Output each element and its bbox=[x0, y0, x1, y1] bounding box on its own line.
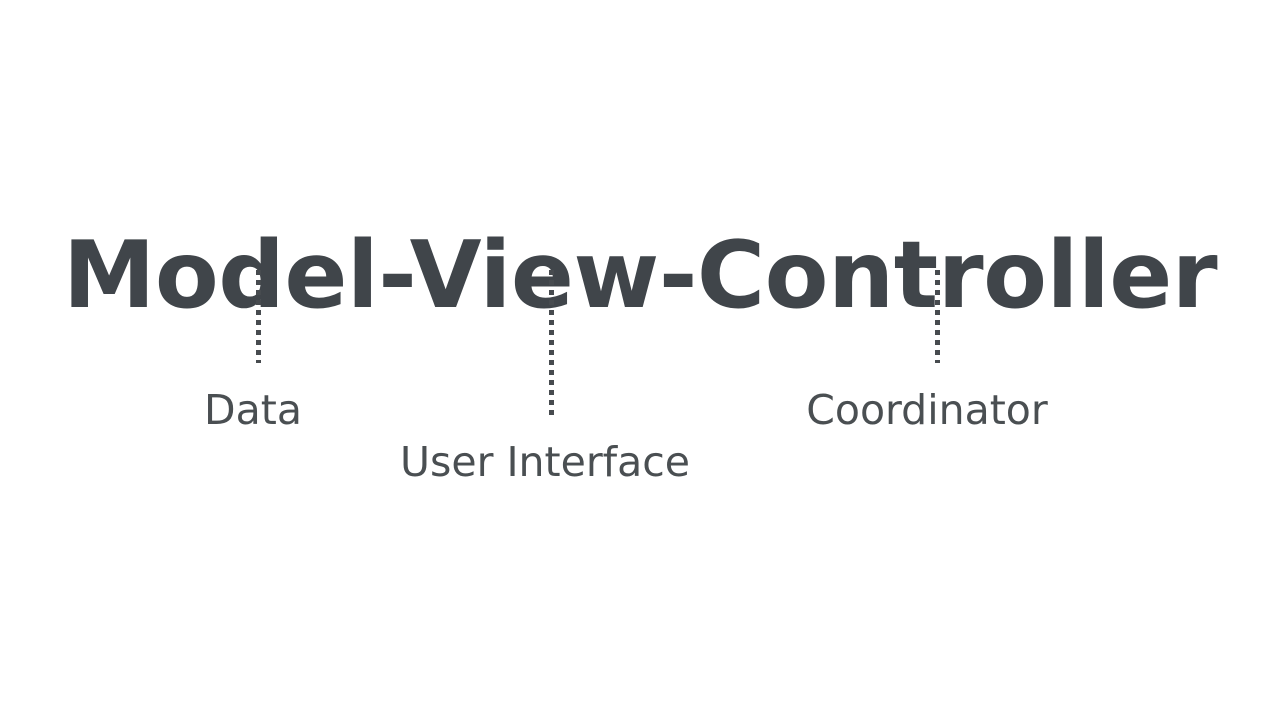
dotted-connector-model bbox=[256, 270, 261, 363]
annotation-label-controller: Coordinator bbox=[806, 386, 1048, 434]
annotation-label-model: Data bbox=[204, 386, 302, 434]
dotted-connector-controller bbox=[935, 270, 940, 363]
annotation-label-view: User Interface bbox=[399, 438, 691, 486]
dotted-connector-view bbox=[549, 270, 554, 417]
page-title: Model-View-Controller bbox=[62, 221, 1218, 330]
